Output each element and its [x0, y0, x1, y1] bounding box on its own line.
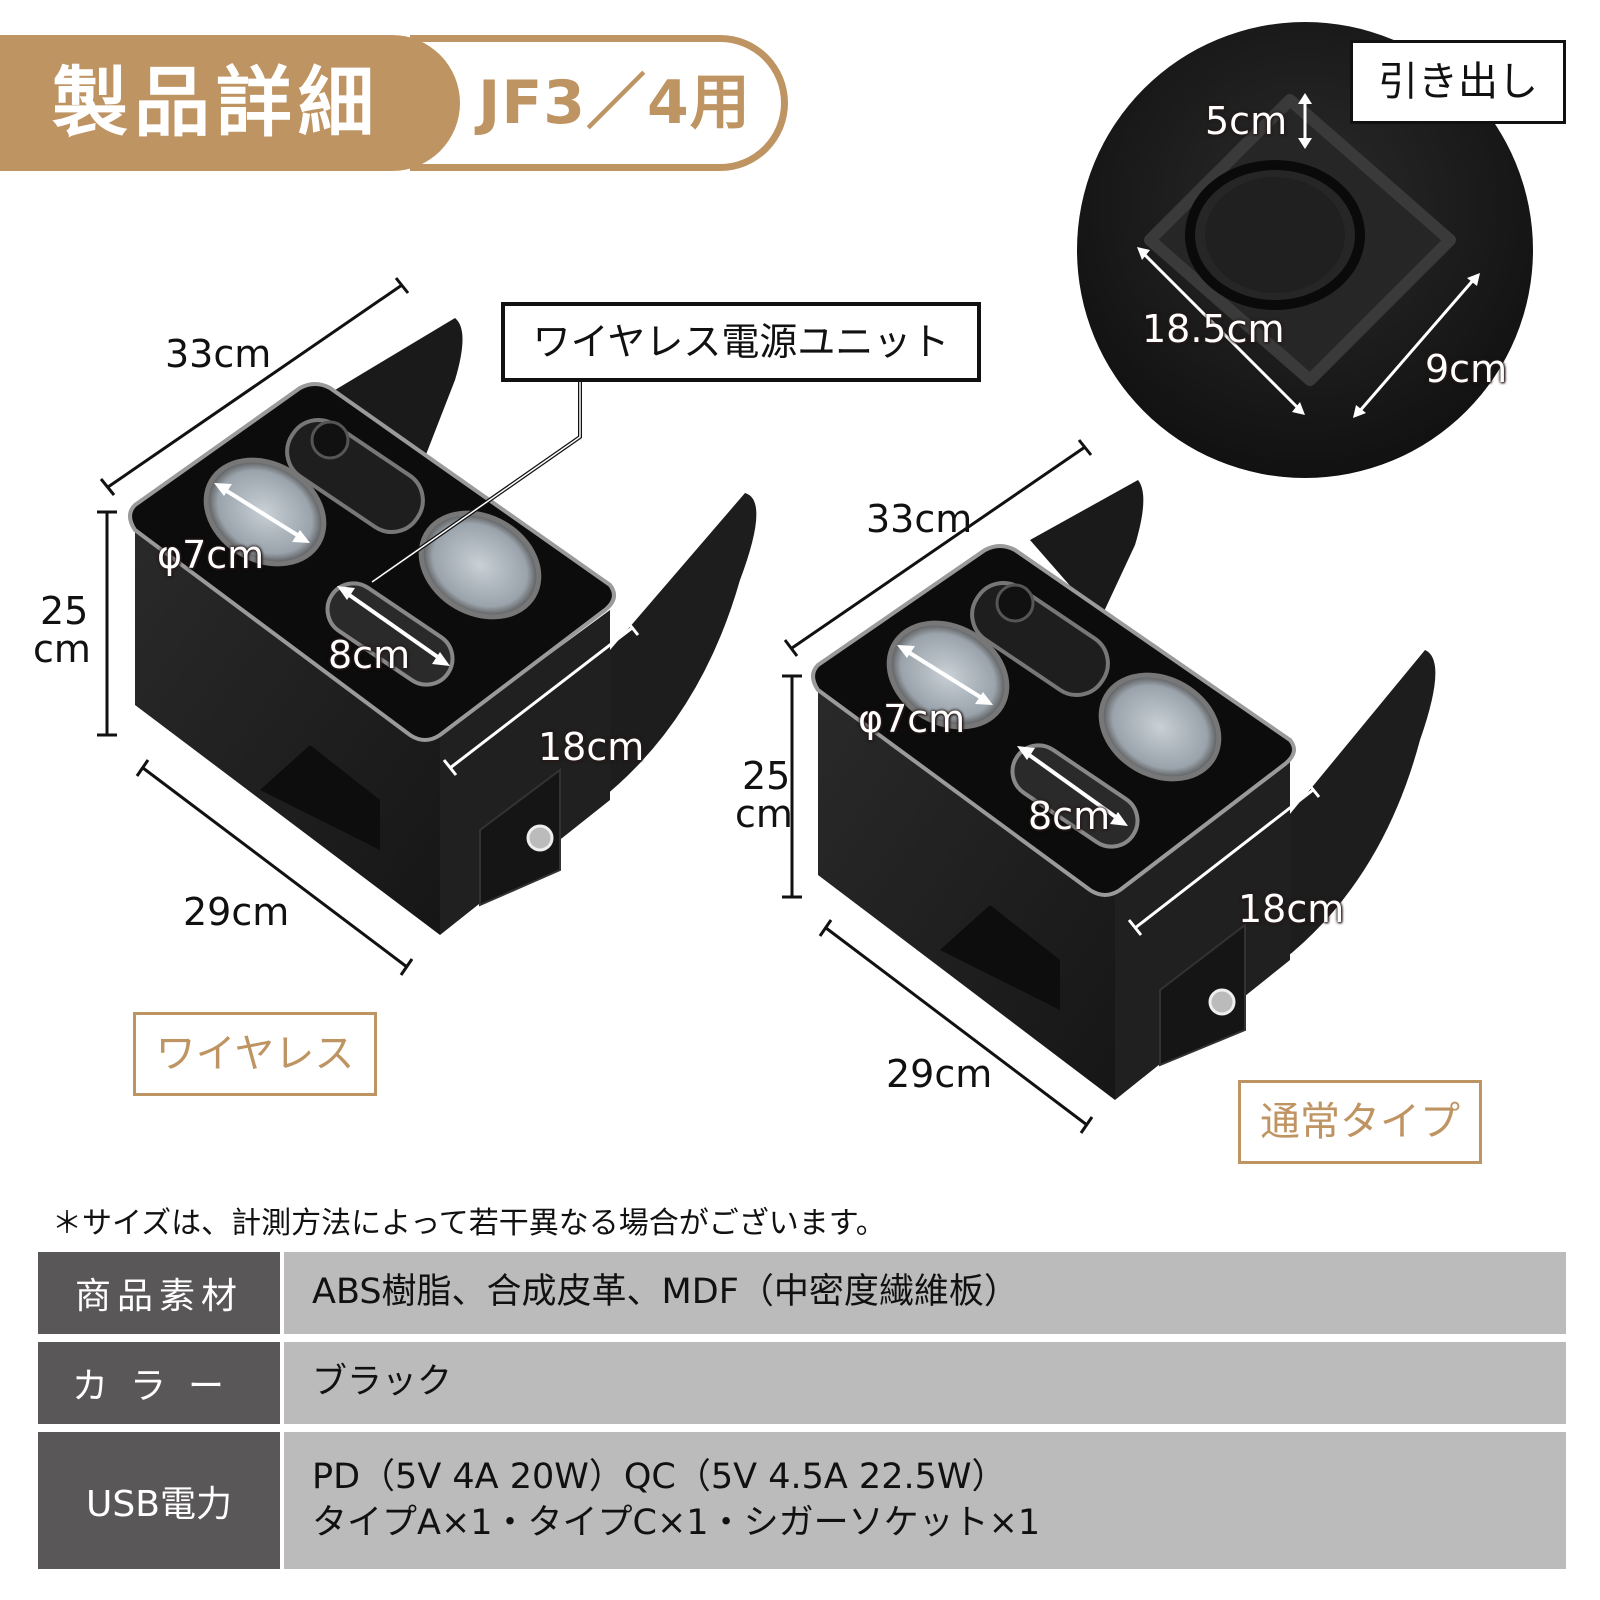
spec-value-line: ブラック [312, 1362, 453, 1403]
spec-value: ABS樹脂、合成皮革、MDF（中密度繊維板） [284, 1252, 1566, 1334]
drawer-inset-image [1077, 22, 1533, 478]
dim-height-unit: cm [735, 792, 793, 836]
dim-cup-diameter: φ7cm [858, 697, 966, 741]
dim-length-top: 33cm [866, 497, 973, 541]
dim-width: 18cm [1238, 887, 1345, 931]
dim-height-value: 25 [40, 589, 89, 633]
size-disclaimer: ＊サイズは、計測方法によって若干異なる場合がございます。 [52, 1206, 886, 1241]
spec-key: カラー [38, 1342, 280, 1424]
standard-type-tag: 通常タイプ [1238, 1080, 1482, 1164]
spec-value: ブラック [284, 1342, 1566, 1424]
spec-value-line: タイプA×1・タイプC×1・シガーソケット×1 [312, 1502, 1041, 1543]
model-subtitle: JF3／4用 [478, 68, 751, 138]
product-illustrations [97, 22, 1533, 1134]
spec-row-color: カラー ブラック [38, 1342, 1566, 1424]
dim-slot-length: 8cm [1028, 794, 1111, 838]
spec-row-usb-power: USB電力 PD（5V 4A 20W）QC（5V 4.5A 22.5W） タイプ… [38, 1432, 1566, 1569]
dim-length-top: 33cm [165, 332, 272, 376]
dim-slot-length: 8cm [328, 633, 411, 677]
banner-subtitle-frame [410, 35, 788, 171]
wireless-type-tag: ワイヤレス [133, 1012, 377, 1096]
dim-base-length: 29cm [183, 890, 290, 934]
spec-value-line: PD（5V 4A 20W）QC（5V 4.5A 22.5W） [312, 1457, 1007, 1497]
dim-base-length: 29cm [886, 1052, 993, 1096]
spec-key: 商品素材 [38, 1252, 280, 1334]
spec-value-line: ABS樹脂、合成皮革、MDF（中密度繊維板） [312, 1272, 1019, 1313]
standard-console-image [782, 439, 1436, 1134]
drawer-label: 引き出し [1350, 40, 1566, 124]
drawer-dim-height: 5cm [1205, 99, 1288, 143]
dim-width: 18cm [538, 725, 645, 769]
dim-height-unit: cm [33, 627, 91, 671]
spec-key: USB電力 [38, 1432, 280, 1569]
wireless-unit-callout: ワイヤレス電源ユニット [501, 302, 981, 382]
spec-row-material: 商品素材 ABS樹脂、合成皮革、MDF（中密度繊維板） [38, 1252, 1566, 1334]
dim-height-value: 25 [742, 754, 791, 798]
dim-cup-diameter: φ7cm [157, 533, 265, 577]
banner-title-block [0, 35, 460, 171]
header-banner: 製品詳細 JF3／4用 [0, 35, 790, 171]
drawer-dim-length: 18.5cm [1142, 307, 1285, 351]
page-title: 製品詳細 [52, 58, 380, 147]
wireless-console-image [97, 277, 757, 976]
drawer-dim-width: 9cm [1425, 347, 1508, 391]
spec-value: PD（5V 4A 20W）QC（5V 4.5A 22.5W） タイプA×1・タイ… [284, 1432, 1566, 1569]
